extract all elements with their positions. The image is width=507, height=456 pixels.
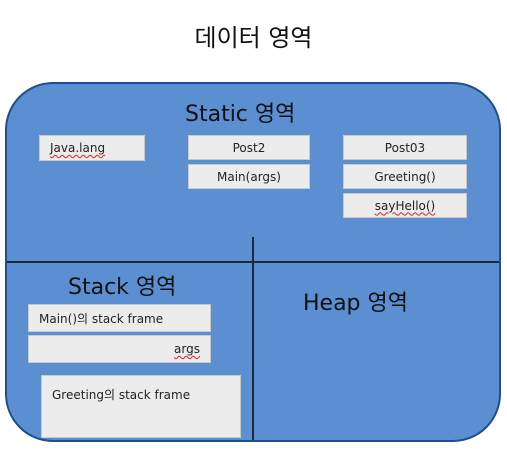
- static-box-post03: Post03: [343, 135, 467, 160]
- vertical-divider: [252, 237, 254, 440]
- static-region-label: Static 영역: [185, 102, 296, 127]
- stack-frame-main-text: Main()의 stack frame: [39, 311, 164, 326]
- static-box-main-args: Main(args): [188, 164, 310, 189]
- stack-region-label: Stack 영역: [68, 275, 177, 300]
- static-box-java-lang: Java.lang: [39, 135, 145, 161]
- stack-frame-greeting-text: Greeting의 stack frame: [52, 388, 191, 402]
- static-box-java-lang-text: Java.lang: [50, 141, 106, 155]
- stack-frame-greeting: Greeting의 stack frame: [41, 375, 241, 438]
- static-box-post2-text: Post2: [232, 140, 266, 155]
- diagram-title: 데이터 영역: [194, 24, 313, 52]
- static-box-sayhello: sayHello(): [343, 193, 467, 218]
- horizontal-divider: [7, 261, 499, 263]
- static-box-post03-text: Post03: [384, 140, 426, 155]
- stack-frame-main-args-text: args: [174, 342, 200, 356]
- static-box-greeting: Greeting(): [343, 164, 467, 189]
- static-box-sayhello-text: sayHello(): [374, 198, 436, 213]
- static-box-greeting-text: Greeting(): [374, 169, 436, 184]
- stack-frame-main: Main()의 stack frame: [28, 304, 211, 332]
- static-box-post2: Post2: [188, 135, 310, 160]
- stack-frame-main-args: args: [28, 335, 211, 363]
- heap-region-label: Heap 영역: [303, 291, 408, 316]
- data-area-panel: Static 영역 Java.lang Post2 Main(args) Pos…: [5, 82, 501, 442]
- static-box-main-args-text: Main(args): [217, 169, 281, 184]
